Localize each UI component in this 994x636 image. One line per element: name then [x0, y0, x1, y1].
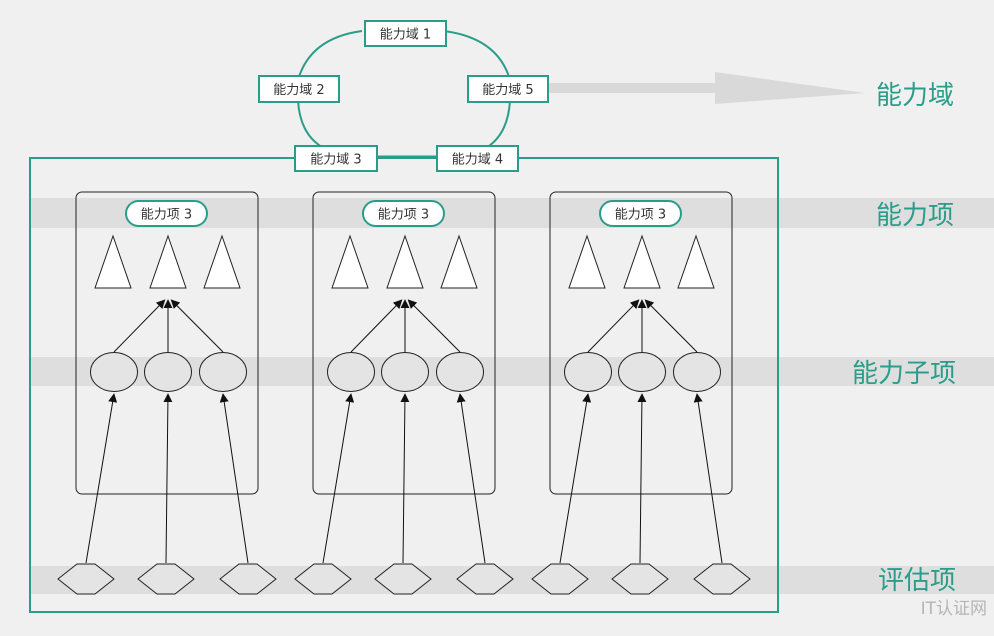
triangle-node: [203, 234, 241, 289]
domain-box-4: 能力域 4: [436, 145, 519, 172]
subitem-ellipse: [436, 352, 484, 392]
evaluation-diamond: [611, 563, 669, 595]
subitem-ellipse: [381, 352, 429, 392]
triangle-node: [568, 234, 606, 289]
panel-3: 能力项 3: [531, 191, 751, 595]
evaluation-diamond: [693, 563, 751, 595]
edge-evaluation-to-subitem: [163, 393, 173, 564]
subitem-ellipse: [90, 352, 138, 392]
evaluation-diamond: [294, 563, 352, 595]
evaluation-diamond: [374, 563, 432, 595]
evaluation-diamond: [57, 563, 115, 595]
domain-label: 能力域 4: [452, 153, 503, 168]
subitem-ellipse: [327, 352, 375, 392]
outer-container: [29, 157, 779, 613]
edge-subitem-to-item: [644, 299, 698, 353]
panel-2: 能力项 3: [294, 191, 514, 595]
triangle-node: [440, 234, 478, 289]
subitem-ellipse: [564, 352, 612, 392]
edge-evaluation-to-subitem: [219, 393, 249, 564]
layer-label-item: 能力项: [876, 201, 954, 231]
edge-evaluation-to-subitem: [322, 393, 355, 564]
edge-evaluation-to-subitem: [693, 393, 723, 564]
layer-label-domain: 能力域: [876, 81, 954, 111]
domain-box-1: 能力域 1: [364, 20, 447, 47]
item-pill-label: 能力项 3: [378, 208, 429, 223]
layer-label-subitem: 能力子项: [852, 359, 956, 389]
domain-box-5: 能力域 5: [467, 75, 549, 103]
domain-label: 能力域 1: [380, 28, 431, 43]
item-pill-label: 能力项 3: [615, 208, 666, 223]
evaluation-diamond: [531, 563, 589, 595]
layer-label-evaluation: 评估项: [878, 566, 956, 596]
triangle-node: [677, 234, 715, 289]
triangle-node: [386, 234, 424, 289]
triangle-node: [623, 234, 661, 289]
edge-evaluation-to-subitem: [400, 393, 410, 564]
domain-label: 能力域 2: [273, 83, 324, 98]
item-pill: [599, 200, 682, 227]
panel-1: 能力项 3: [57, 191, 277, 595]
edge-subitem-to-item: [587, 299, 640, 353]
domain-label: 能力域 5: [482, 83, 533, 98]
triangle-node: [149, 234, 187, 289]
watermark: IT认证网: [921, 599, 987, 619]
subitem-ellipse: [144, 352, 192, 392]
evaluation-diamond: [219, 563, 277, 595]
panels-layer: 能力项 3 能力项 3 能力项 3: [57, 191, 751, 595]
domain-box-2: 能力域 2: [258, 75, 340, 103]
edge-subitem-to-item: [113, 299, 166, 353]
item-pill: [362, 200, 445, 227]
edge-subitem-to-item: [350, 299, 403, 353]
edge-evaluation-to-subitem: [637, 393, 647, 564]
evaluation-diamond: [137, 563, 195, 595]
domain-box-3: 能力域 3: [294, 145, 378, 172]
triangle-node: [94, 234, 132, 289]
triangle-node: [331, 234, 369, 289]
edge-evaluation-to-subitem: [456, 393, 486, 564]
edge-subitem-to-item: [170, 299, 224, 353]
edge-subitem-to-item: [407, 299, 461, 353]
item-pill-label: 能力项 3: [141, 208, 192, 223]
evaluation-diamond: [456, 563, 514, 595]
edge-evaluation-to-subitem: [85, 393, 118, 564]
edge-evaluation-to-subitem: [559, 393, 592, 564]
subitem-ellipse: [618, 352, 666, 392]
domain-arrow: [540, 72, 865, 104]
subitem-ellipse: [673, 352, 721, 392]
subitem-ellipse: [199, 352, 247, 392]
domain-label: 能力域 3: [310, 153, 361, 168]
item-pill: [125, 200, 208, 227]
